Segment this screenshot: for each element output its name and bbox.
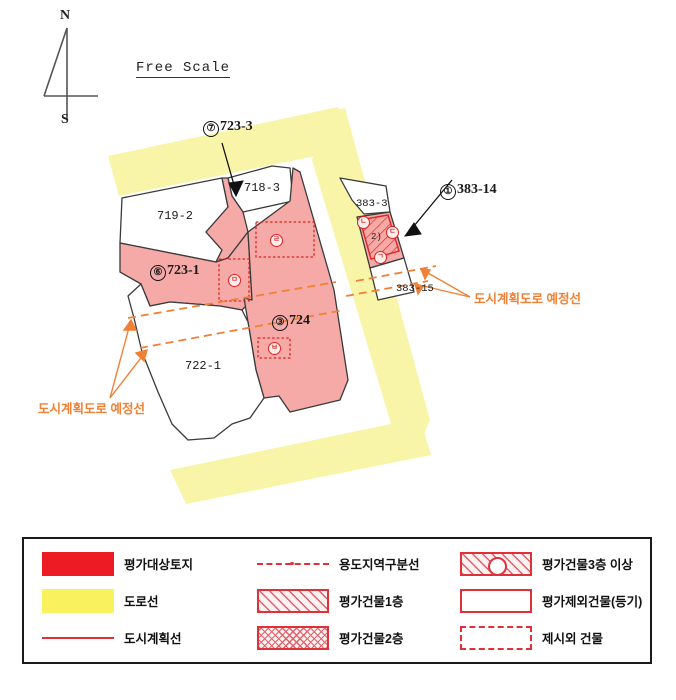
legend-swatch-building-3f-up xyxy=(460,551,532,576)
parcel-label-719-2: 719-2 xyxy=(157,209,194,223)
legend-box: 평가대상토지 용도지역구분선 평가건물3층 이상 도로선 평가건물1층 xyxy=(22,537,652,664)
legend-label-subject-land: 평가대상토지 xyxy=(124,558,194,572)
road-band-north xyxy=(108,107,345,196)
legend-label-road-line: 도로선 xyxy=(124,595,159,609)
parcel-label-724-text: 724 xyxy=(289,313,310,328)
road-band-383 xyxy=(340,168,372,292)
legend-swatch-zoning-boundary xyxy=(257,552,329,576)
legend-label-unreported-building: 제시외 건물 xyxy=(542,632,603,646)
parcel-label-383-15: 383-15 xyxy=(396,283,434,295)
legend-label-building-2f: 평가건물2층 xyxy=(339,632,404,646)
legend-swatch-excluded-building xyxy=(460,588,532,613)
parcel-label-723-1-text: 723-1 xyxy=(167,263,200,278)
legend-item-unreported-building: 제시외 건물 xyxy=(442,625,654,650)
annotation-planned-road-left: 도시계획도로 예정선 xyxy=(38,402,145,416)
legend-swatch-city-plan-line xyxy=(42,626,114,650)
legend-swatch-unreported-building xyxy=(460,625,532,650)
parcel-722-1 xyxy=(127,283,265,441)
callout-arrows xyxy=(221,142,453,237)
parcel-label-383-3: 383-3 xyxy=(356,198,388,210)
parcel-label-383-14-text: 383-14 xyxy=(457,182,497,197)
unreported-building-718-3 xyxy=(255,221,315,258)
parcel-label-718-3: 718-3 xyxy=(244,181,281,195)
legend-item-road-line: 도로선 xyxy=(24,588,239,613)
legend-circle-icon xyxy=(488,556,507,576)
building-mark-digeut-icon: ㄷ xyxy=(386,226,399,239)
legend-item-subject-land: 평가대상토지 xyxy=(24,551,239,576)
annotation-planned-road-right: 도시계획도로 예정선 xyxy=(474,292,581,306)
unreported-building-723-1 xyxy=(218,258,250,302)
unreported-building-724 xyxy=(257,337,291,359)
planned-road-line-lower xyxy=(139,309,345,349)
legend-swatch-building-1f xyxy=(257,588,329,613)
legend-swatch-road-line xyxy=(42,588,114,613)
legend-label-zoning-boundary: 용도지역구분선 xyxy=(339,558,420,572)
planned-road-leader-right xyxy=(413,268,471,298)
road-band-south xyxy=(170,418,431,504)
legend-item-zoning-boundary: 용도지역구분선 xyxy=(239,552,442,576)
road-corridors xyxy=(108,107,431,504)
legend-item-building-3f-up: 평가건물3층 이상 xyxy=(442,551,654,576)
parcel-number-badge-723-1: ⑥ xyxy=(150,265,166,281)
compass-south-label: S xyxy=(61,112,69,127)
cadastral-map xyxy=(108,107,471,504)
building-mark-mieum-icon: ㅁ xyxy=(228,274,241,287)
road-band-east xyxy=(312,108,430,452)
legend-item-building-2f: 평가건물2층 xyxy=(239,625,442,650)
north-arrow: N S xyxy=(40,8,150,138)
parcel-number-badge-723-3: ⑦ xyxy=(203,121,219,137)
legend-item-city-plan-line: 도시계획선 xyxy=(24,626,239,650)
parcel-383-15 xyxy=(369,257,415,301)
legend-swatch-building-2f xyxy=(257,625,329,650)
sub-lot-label-2: 2) xyxy=(371,232,382,242)
legend-label-city-plan-line: 도시계획선 xyxy=(124,632,182,646)
planned-road-leader-left xyxy=(109,318,148,399)
building-mark-bieup-icon: ㅂ xyxy=(268,342,281,355)
building-mark-giyeok-icon: ㄱ xyxy=(374,251,387,264)
building-mark-riul-icon: ㄹ xyxy=(270,234,283,247)
parcel-number-badge-724: ③ xyxy=(272,315,288,331)
legend-label-excluded-building: 평가제외건물(등기) xyxy=(542,595,643,609)
planned-road-line-upper xyxy=(127,281,337,319)
parcel-383-3 xyxy=(339,177,391,215)
north-arrow-svg xyxy=(43,27,98,120)
building-mark-nieun-icon: ㄴ xyxy=(357,216,370,229)
legend-swatch-subject-land xyxy=(42,551,114,576)
compass-north-label: N xyxy=(60,8,71,23)
parcel-label-723-3-text: 723-3 xyxy=(220,119,253,134)
parcel-number-badge-383-14: ① xyxy=(440,184,456,200)
legend-item-excluded-building: 평가제외건물(등기) xyxy=(442,588,654,613)
parcel-label-722-1: 722-1 xyxy=(185,359,222,373)
unreported-buildings xyxy=(218,221,315,359)
legend-label-building-3f-up: 평가건물3층 이상 xyxy=(542,558,633,572)
legend-item-building-1f: 평가건물1층 xyxy=(239,588,442,613)
scale-note: Free Scale xyxy=(136,60,231,78)
legend-label-building-1f: 평가건물1층 xyxy=(339,595,404,609)
